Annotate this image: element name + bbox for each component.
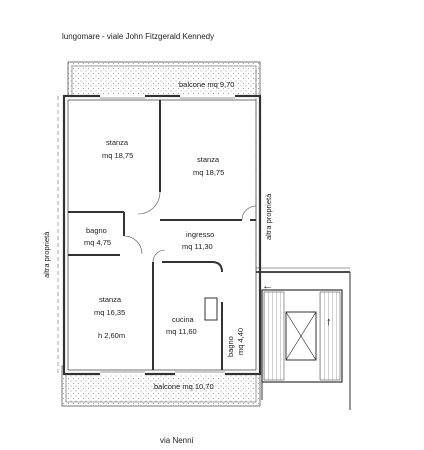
room-stanza-1-area: mq 18,75 (102, 151, 134, 160)
street-top-label: lungomare - viale John Fitzgerald Kenned… (62, 32, 215, 41)
street-bottom-label: via Nenni (160, 436, 194, 445)
property-boundaries (57, 70, 257, 374)
room-bagno-2-name: bagno (226, 336, 235, 357)
room-ingresso-area: mq 11,30 (182, 242, 213, 251)
room-cucina-area: mq 11,60 (166, 327, 197, 336)
room-stanza-2-area: mq 18,75 (193, 168, 225, 177)
room-bagno-1-name: bagno (86, 226, 107, 235)
room-stanza-1-name: stanza (106, 138, 129, 147)
ceiling-height-note: h 2,60m (98, 331, 126, 340)
stair-arrow-icon: ↑ (326, 316, 332, 328)
balcony-top-label: balcone mq 9,70 (179, 80, 235, 89)
room-bagno-2-area: mq 4,40 (236, 327, 245, 355)
room-cucina-name: cucina (172, 315, 194, 324)
interior-walls (68, 100, 256, 370)
room-stanza-3-area: mq 16,35 (94, 308, 126, 317)
entrance-arrow-icon: ← (262, 280, 273, 292)
door-swings (123, 191, 257, 263)
room-ingresso-name: ingresso (186, 230, 215, 239)
balcony-bottom-label: balcone mq 10,70 (154, 382, 214, 391)
room-stanza-2-name: stanza (197, 155, 220, 164)
room-stanza-3-name: stanza (99, 295, 122, 304)
apartment-walls (62, 94, 262, 376)
neighbour-left-label: altra proprietà (42, 231, 51, 278)
stairwell (256, 267, 351, 410)
neighbour-right-label: altra proprietà (264, 193, 273, 240)
room-bagno-1-area: mq 4,75 (84, 238, 112, 247)
